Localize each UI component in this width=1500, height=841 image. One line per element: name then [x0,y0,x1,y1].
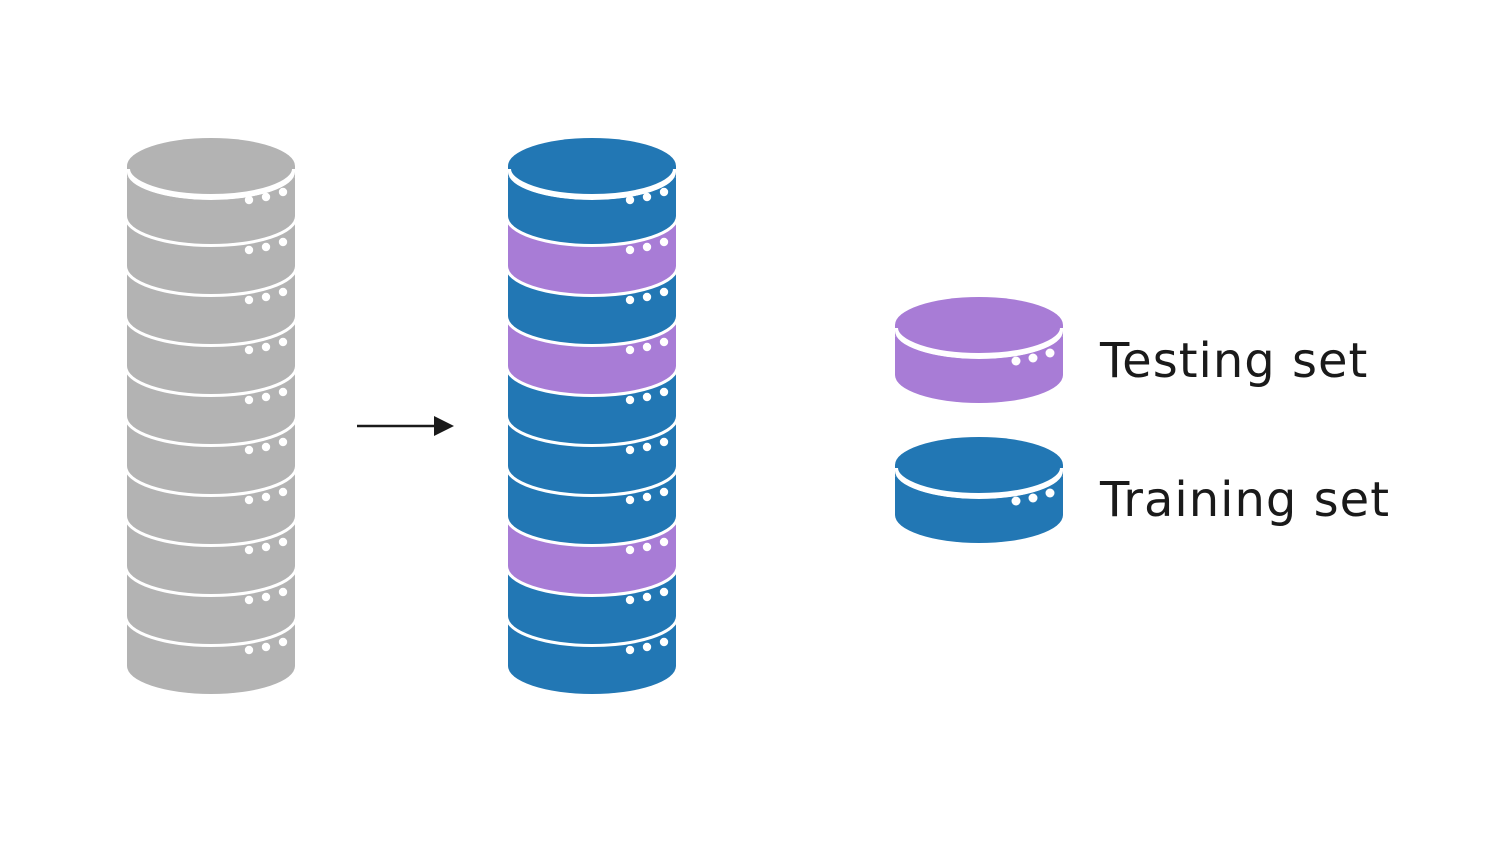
status-dot [625,195,635,205]
status-dot [244,295,254,305]
status-dot [1011,496,1021,506]
training-set-legend-icon [892,437,1066,543]
status-dot [625,595,635,605]
training-set-label: Training set [1100,472,1391,528]
status-dot [244,595,254,605]
status-dot [244,495,254,505]
status-dot [278,387,288,397]
original-segment [124,138,298,244]
status-dot [261,242,271,252]
status-dot [1011,356,1021,366]
status-dot [642,192,652,202]
original-dataset-stack [124,138,298,694]
status-dot [642,492,652,502]
status-dot [642,342,652,352]
status-dot [261,492,271,502]
status-dot [278,587,288,597]
status-dot [1028,493,1038,503]
status-dot [244,345,254,355]
status-dot [642,292,652,302]
status-dot [244,445,254,455]
split-dataset-stack [505,138,679,694]
status-dot [278,437,288,447]
status-dot [642,392,652,402]
status-dot [244,545,254,555]
status-dot [625,245,635,255]
status-dot [642,642,652,652]
status-dot [659,287,669,297]
status-dot [261,542,271,552]
status-dot [642,242,652,252]
status-dot [625,645,635,655]
status-dot [659,487,669,497]
status-dot [261,292,271,302]
status-dot [278,237,288,247]
status-dot [642,442,652,452]
status-dot [1028,353,1038,363]
status-dot [261,192,271,202]
status-dot [625,345,635,355]
status-dot [244,245,254,255]
testing-set-label: Testing set [1100,333,1369,389]
status-dot [278,337,288,347]
right-arrow-icon [357,416,454,436]
status-dot [261,342,271,352]
status-dot [244,395,254,405]
status-dot [659,187,669,197]
status-dot [625,395,635,405]
status-dot [642,542,652,552]
status-dot [244,645,254,655]
status-dot [278,287,288,297]
testing-set-legend-icon [892,297,1066,403]
status-dot [659,637,669,647]
status-dot [659,537,669,547]
training-segment [505,138,679,244]
status-dot [1045,488,1055,498]
status-dot [244,195,254,205]
status-dot [625,295,635,305]
status-dot [261,592,271,602]
status-dot [278,487,288,497]
status-dot [625,495,635,505]
status-dot [659,237,669,247]
status-dot [278,537,288,547]
status-dot [261,642,271,652]
status-dot [278,637,288,647]
status-dot [659,337,669,347]
status-dot [625,445,635,455]
status-dot [261,442,271,452]
status-dot [659,387,669,397]
status-dot [1045,348,1055,358]
status-dot [642,592,652,602]
status-dot [278,187,288,197]
status-dot [659,587,669,597]
status-dot [261,392,271,402]
status-dot [659,437,669,447]
status-dot [625,545,635,555]
